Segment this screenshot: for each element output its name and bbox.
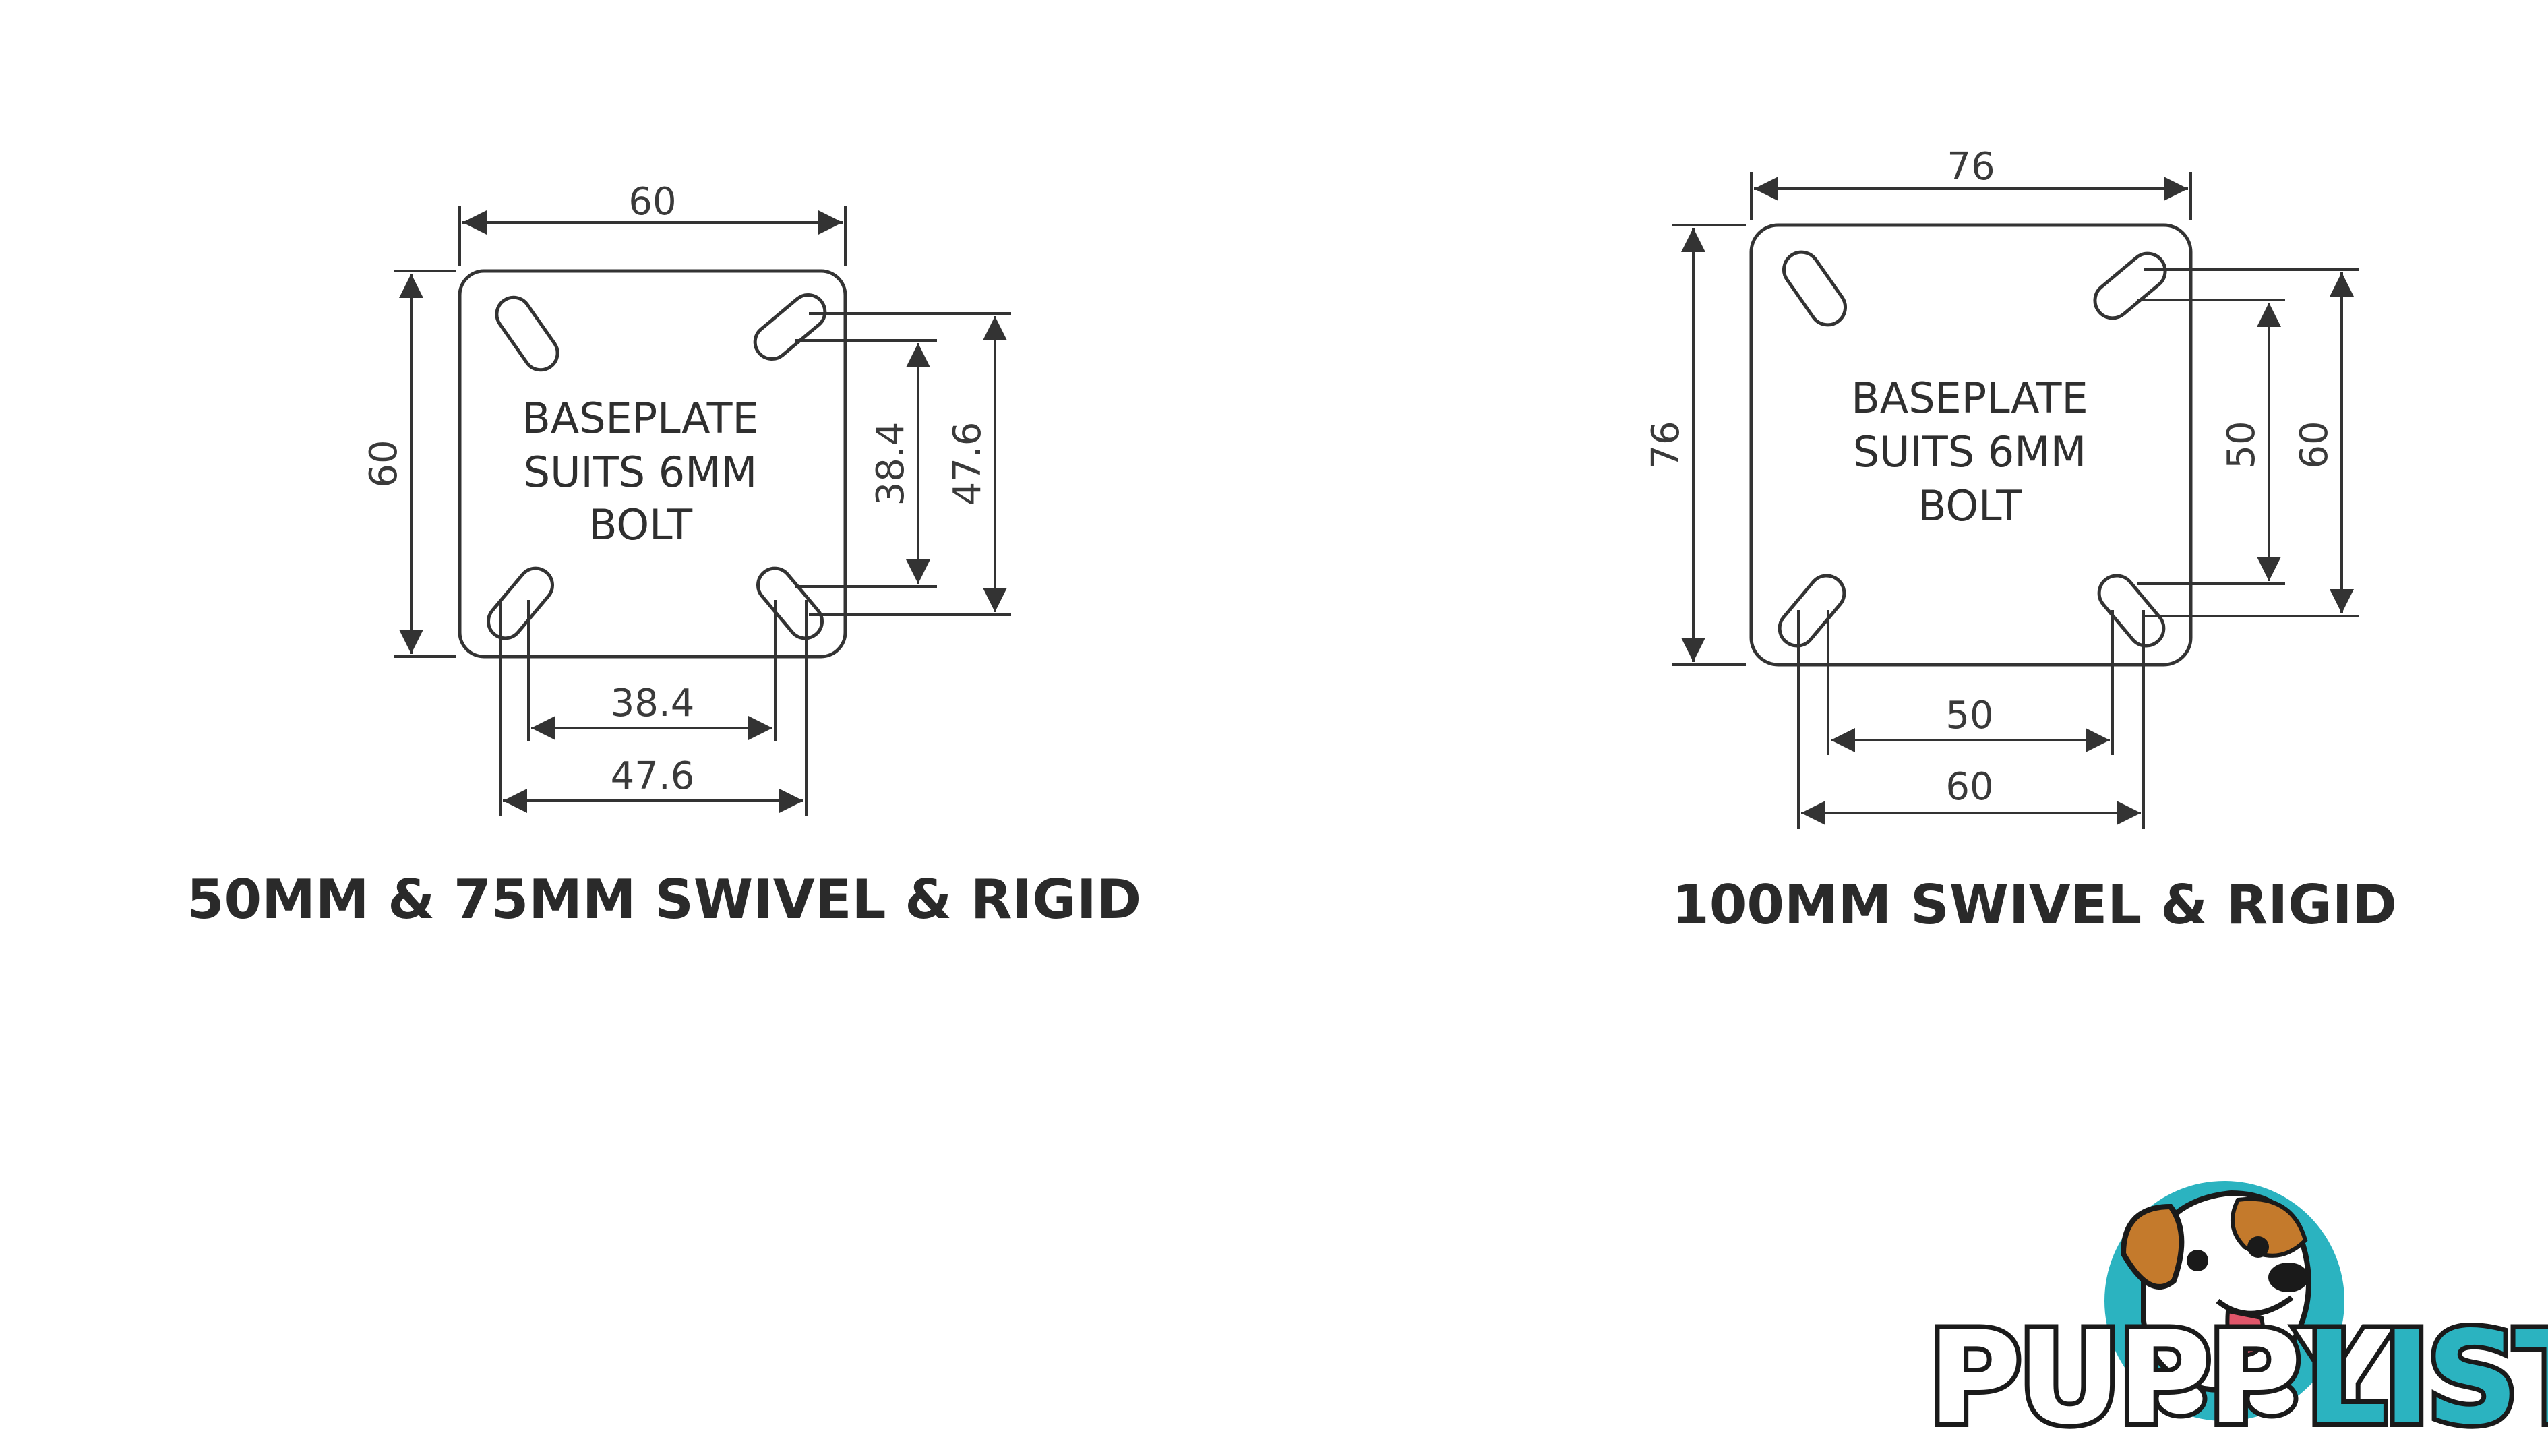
right-bottom-outer-dim-label: 60 bbox=[1945, 765, 1993, 809]
left-slot-bottom-left bbox=[487, 566, 554, 640]
right-right-inner-dim-label: 50 bbox=[2220, 421, 2264, 468]
left-right-outer-dim-label: 47.6 bbox=[946, 422, 990, 506]
right-plate-label-line-2: SUITS 6MM bbox=[1853, 427, 2086, 477]
right-slot-top-right bbox=[2093, 251, 2167, 320]
right-plate-label-line-1: BASEPLATE bbox=[1851, 373, 2088, 423]
right-right-outer-dim-label: 60 bbox=[2293, 421, 2336, 468]
right-slot-top-left bbox=[1782, 250, 1848, 327]
left-plate-label-line-1: BASEPLATE bbox=[522, 394, 758, 443]
right-caption: 100MM SWIVEL & RIGID bbox=[1672, 874, 2397, 936]
left-bottom-inner-dim-label: 38.4 bbox=[611, 681, 695, 725]
puppylist-logo: PUPPY LIST bbox=[1923, 1181, 2548, 1456]
left-bottom-outer-dim-label: 47.6 bbox=[611, 754, 695, 798]
left-top-dim-label: 60 bbox=[628, 180, 676, 224]
logo-text-puppy: PUPPY bbox=[1928, 1304, 2392, 1453]
right-top-dim-label: 76 bbox=[1947, 145, 1995, 189]
left-slot-top-right bbox=[753, 293, 827, 361]
left-caption: 50MM & 75MM SWIVEL & RIGID bbox=[187, 868, 1141, 931]
right-bottom-inner-dim-label: 50 bbox=[1945, 694, 1993, 737]
left-slot-top-left bbox=[495, 295, 559, 372]
left-baseplate-drawing: 60 60 38.4 47.6 38.4 47.6 BASEPLATE SUIT… bbox=[187, 180, 1141, 931]
right-plate-outline bbox=[1749, 223, 2193, 667]
right-plate-label-line-3: BOLT bbox=[1918, 481, 2022, 530]
left-slot-bottom-right bbox=[756, 566, 824, 640]
right-left-dim-label: 76 bbox=[1644, 421, 1688, 468]
logo-text-list: LIST bbox=[2305, 1304, 2548, 1453]
dog-mascot-icon bbox=[2120, 1190, 2311, 1419]
left-plate-label-line-2: SUITS 6MM bbox=[524, 448, 757, 497]
right-baseplate-drawing: 76 76 50 60 50 60 BASEPLATE SUITS 6MM BO… bbox=[1644, 145, 2397, 936]
right-slot-bottom-left bbox=[1778, 574, 1846, 648]
left-plate-outline bbox=[458, 269, 847, 659]
right-slot-bottom-right bbox=[2097, 574, 2166, 648]
left-plate-label-line-3: BOLT bbox=[588, 500, 693, 549]
left-right-inner-dim-label: 38.4 bbox=[869, 422, 913, 506]
left-left-dim-label: 60 bbox=[362, 439, 406, 487]
